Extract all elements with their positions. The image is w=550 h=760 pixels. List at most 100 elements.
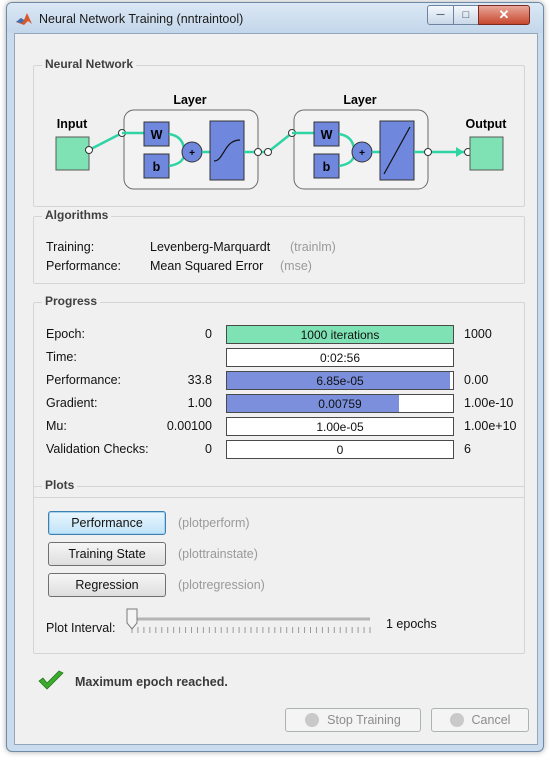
inter-layer-node <box>264 148 272 156</box>
epoch-current: 1000 iterations <box>300 328 380 342</box>
mu-end: 1.00e+10 <box>464 419 517 433</box>
training-code: (trainlm) <box>290 240 336 254</box>
performance-label: Performance: <box>46 259 122 273</box>
validation-bar: 0 <box>226 440 454 459</box>
stop-training-label: Stop Training <box>327 713 401 727</box>
gradient-start: 1.00 <box>187 396 212 410</box>
layer2-weight-label: W <box>321 128 333 142</box>
slider-thumb[interactable] <box>126 608 138 630</box>
plot-regression-code: (plotregression) <box>178 578 265 592</box>
stop-icon <box>305 713 320 727</box>
plot-interval-slider[interactable] <box>126 607 378 637</box>
cancel-icon <box>449 713 464 727</box>
plot-training-state-button[interactable]: Training State <box>48 542 166 566</box>
layer2-bias-label: b <box>323 160 331 174</box>
performance-bar: 6.85e-05 <box>226 371 454 390</box>
input-label: Input <box>57 117 88 131</box>
algorithms-panel: Algorithms Training: Levenberg-Marquardt… <box>33 208 525 284</box>
layer1-weight-label: W <box>151 128 163 142</box>
plots-title: Plots <box>42 478 78 492</box>
epoch-start: 0 <box>205 327 212 341</box>
plot-interval-value: 1 epochs <box>386 617 437 631</box>
mu-current: 1.00e-05 <box>316 420 364 434</box>
gradient-bar-fill <box>227 395 399 412</box>
epoch-label: Epoch: <box>46 327 85 341</box>
layer1-output-node <box>254 148 262 156</box>
validation-start: 0 <box>205 442 212 456</box>
layer2-output-node <box>424 148 432 156</box>
cancel-label: Cancel <box>471 713 511 727</box>
neural-network-title: Neural Network <box>42 57 137 71</box>
status-message: Maximum epoch reached. <box>75 675 228 689</box>
performance-current: 6.85e-05 <box>316 374 364 388</box>
window-title: Neural Network Training (nntraintool) <box>39 12 244 26</box>
validation-end: 6 <box>464 442 471 456</box>
input-node <box>85 146 93 154</box>
layer2-label: Layer <box>343 93 376 107</box>
layer1-sum-label: + <box>189 148 195 159</box>
nntraintool-window: Neural Network Training (nntraintool) ─ … <box>6 2 544 752</box>
time-bar: 0:02:56 <box>226 348 454 367</box>
input-connector <box>88 131 123 152</box>
layer2-sum-label: + <box>359 148 365 159</box>
training-label: Training: <box>46 240 95 254</box>
performance-bar-fill <box>227 372 450 389</box>
epoch-bar: 1000 iterations <box>226 325 454 344</box>
layer2-bias-box <box>313 153 340 179</box>
gradient-current: 0.00759 <box>318 397 362 411</box>
maximize-icon: □ <box>462 9 470 21</box>
gradient-end: 1.00e-10 <box>464 396 514 410</box>
layer2-weight-box <box>313 121 340 147</box>
checkmark-icon <box>38 670 64 690</box>
progress-panel: Progress Epoch: 0 1000 iterations 1000 T… <box>33 294 525 498</box>
output-label: Output <box>466 117 508 131</box>
plot-performance-code: (plotperform) <box>178 516 250 530</box>
slider-ticks <box>131 627 371 633</box>
time-current: 0:02:56 <box>319 351 361 365</box>
validation-current: 0 <box>336 443 344 457</box>
output-box <box>469 136 504 171</box>
minimize-button[interactable]: ─ <box>427 5 454 25</box>
validation-label: Validation Checks: <box>46 442 149 456</box>
tansig-icon <box>213 139 241 162</box>
plot-training-state-code: (plottrainstate) <box>178 547 258 561</box>
plot-performance-button[interactable]: Performance <box>48 511 166 535</box>
layer1-tansig-block <box>209 120 245 181</box>
network-diagram: Input Layer W b + <box>55 93 508 190</box>
plots-panel: Plots Performance (plotperform) Training… <box>33 478 525 654</box>
input-box <box>55 136 90 171</box>
time-label: Time: <box>46 350 77 364</box>
epoch-bar-fill <box>227 326 453 343</box>
maximize-button[interactable]: □ <box>453 5 479 25</box>
mu-start: 0.00100 <box>166 419 212 433</box>
algorithms-title: Algorithms <box>42 208 112 222</box>
performance-progress-label: Performance: <box>46 373 122 387</box>
client-area: Neural Network Input Layer W b + <box>14 33 538 745</box>
performance-code: (mse) <box>280 259 312 273</box>
mu-label: Mu: <box>46 419 67 433</box>
gradient-bar: 0.00759 <box>226 394 454 413</box>
plot-interval-label: Plot Interval: <box>46 621 116 635</box>
close-button[interactable]: ✕ <box>478 5 530 25</box>
performance-start: 33.8 <box>187 373 212 387</box>
mu-bar: 1.00e-05 <box>226 417 454 436</box>
matlab-logo-icon <box>16 13 32 25</box>
neural-network-panel: Neural Network Input Layer W b + <box>33 57 525 207</box>
performance-end: 0.00 <box>464 373 489 387</box>
epoch-end: 1000 <box>464 327 492 341</box>
training-value: Levenberg-Marquardt <box>150 240 271 254</box>
gradient-label: Gradient: <box>46 396 98 410</box>
progress-title: Progress <box>42 294 101 308</box>
minimize-icon: ─ <box>436 9 445 21</box>
plot-regression-button[interactable]: Regression <box>48 573 166 597</box>
performance-value: Mean Squared Error <box>150 259 264 273</box>
layer1-bias-label: b <box>153 160 161 174</box>
title-bar[interactable]: Neural Network Training (nntraintool) ─ … <box>7 3 543 33</box>
stop-training-button[interactable]: Stop Training <box>285 708 421 732</box>
cancel-button[interactable]: Cancel <box>431 708 529 732</box>
output-arrow-icon <box>456 147 464 157</box>
inter-layer-connector <box>267 132 293 153</box>
layer1-label: Layer <box>173 93 206 107</box>
close-icon: ✕ <box>498 7 510 22</box>
purelin-icon <box>383 126 411 175</box>
